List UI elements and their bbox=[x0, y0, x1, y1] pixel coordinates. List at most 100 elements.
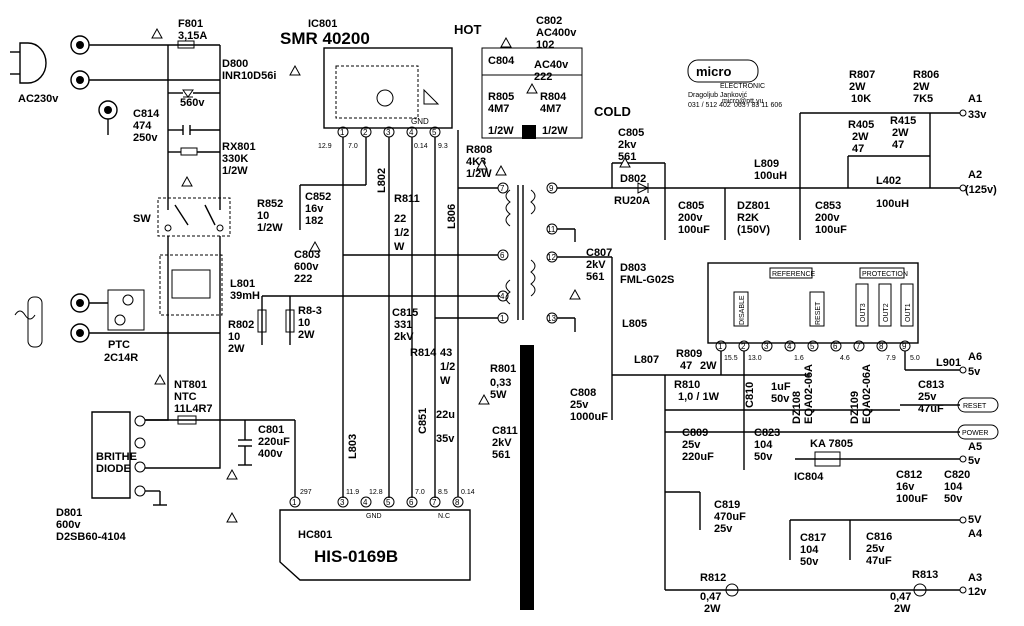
r83-val: 10 bbox=[298, 317, 310, 329]
c805b-ref: C805 bbox=[678, 200, 704, 212]
svg-text:8.5: 8.5 bbox=[438, 489, 448, 496]
svg-text:5: 5 bbox=[386, 498, 391, 507]
r809-ref: R809 bbox=[676, 348, 702, 360]
svg-text:12v: 12v bbox=[968, 586, 987, 598]
output-a5: A5 5v bbox=[959, 441, 982, 467]
bridge-diode bbox=[91, 411, 131, 499]
svg-text:A4: A4 bbox=[968, 528, 983, 540]
dz109-val: EQA02-06A bbox=[861, 364, 873, 424]
svg-text:7.0: 7.0 bbox=[415, 489, 425, 496]
logo-email: micro@ptt.yu bbox=[722, 98, 763, 105]
c815-volt: 2kV bbox=[394, 331, 414, 343]
svg-text:7: 7 bbox=[500, 184, 505, 193]
c803-volt: 600v bbox=[294, 261, 319, 273]
warning-icon bbox=[526, 82, 538, 94]
c819-ref: C819 bbox=[714, 499, 740, 511]
ic801-pins: 1 2 3 4 5 12.9 7.0 0.14 9.3 bbox=[318, 126, 448, 150]
svg-text:6: 6 bbox=[833, 342, 838, 351]
r805-pwr: 1/2W bbox=[488, 125, 514, 137]
svg-text:12.8: 12.8 bbox=[369, 489, 383, 496]
c816-volt: 25v bbox=[866, 543, 885, 555]
micro-logo: micro ELECTRONIC Dragoljub Janković micr… bbox=[687, 59, 782, 109]
l901-ref: L901 bbox=[936, 357, 961, 369]
r807-pwr: 2W bbox=[849, 81, 866, 93]
svg-text:13: 13 bbox=[547, 314, 556, 323]
svg-text:2: 2 bbox=[363, 128, 368, 137]
c812-val: 100uF bbox=[896, 493, 928, 505]
c1u-volt: 50v bbox=[771, 393, 790, 405]
c813-val: 47uF bbox=[918, 403, 944, 415]
hc801-name: HIS-0169B bbox=[314, 547, 398, 566]
warning-icon bbox=[495, 164, 507, 176]
svg-text:A5: A5 bbox=[968, 441, 982, 453]
l805-ref: L805 bbox=[622, 318, 647, 330]
warning-icon bbox=[569, 288, 581, 300]
r814-pwr: 1/2 bbox=[440, 361, 455, 373]
svg-text:3: 3 bbox=[386, 128, 391, 137]
r811-ref: R811 bbox=[394, 193, 420, 205]
dz801-ref: DZ801 bbox=[737, 200, 770, 212]
ic801-name: SMR 40200 bbox=[280, 29, 370, 48]
logo-phone1: 031 / 512 402 bbox=[688, 102, 731, 109]
d801-volt: 600v bbox=[56, 519, 81, 531]
svg-text:7: 7 bbox=[432, 498, 437, 507]
ka7805-ref: IC804 bbox=[794, 471, 824, 483]
c808-volt: 25v bbox=[570, 399, 589, 411]
c801-ref: C801 bbox=[258, 424, 284, 436]
c805a-volt: 2kv bbox=[618, 139, 637, 151]
c802-volt: AC400v bbox=[536, 27, 577, 39]
svg-text:1: 1 bbox=[292, 498, 297, 507]
c851-volt: 35v bbox=[436, 433, 455, 445]
dz109-ref: DZ109 bbox=[849, 391, 861, 424]
c815-val: 331 bbox=[394, 319, 412, 331]
d801-val: D2SB60-4104 bbox=[56, 531, 127, 543]
warning-icon bbox=[478, 393, 490, 405]
r804-val: 4M7 bbox=[540, 103, 561, 115]
r415-ref: R415 bbox=[890, 115, 916, 127]
cold-label: COLD bbox=[594, 104, 631, 119]
rx801-pwr: 1/2W bbox=[222, 165, 248, 177]
warning-icon bbox=[476, 158, 488, 170]
ac-voltage-label: AC230v bbox=[18, 93, 59, 105]
output-reset: RESET bbox=[957, 397, 999, 413]
c852-val: 182 bbox=[305, 215, 323, 227]
c852-volt: 16v bbox=[305, 203, 324, 215]
r811-val: 22 bbox=[394, 213, 406, 225]
c808-ref: C808 bbox=[570, 387, 596, 399]
r852-val: 10 bbox=[257, 210, 269, 222]
out1-label: OUT1 bbox=[905, 303, 912, 322]
c814-val: 474 bbox=[133, 120, 152, 132]
c809-val: 220uF bbox=[682, 451, 714, 463]
nt801-ref: NT801 bbox=[174, 379, 207, 391]
c808-val: 1000uF bbox=[570, 411, 608, 423]
svg-text:3: 3 bbox=[764, 342, 769, 351]
output-a3: A3 12v bbox=[959, 572, 987, 598]
r83-pwr: 2W bbox=[298, 329, 315, 341]
rx801-val: 330K bbox=[222, 153, 248, 165]
control-pins: 1 2 3 4 5 6 7 8 9 15.5 13.0 1.6 4.6 7.9 … bbox=[715, 340, 920, 362]
nt801-type: NTC bbox=[174, 391, 197, 403]
ptc-thermistor bbox=[107, 289, 145, 331]
output-a1: A1 33v bbox=[959, 93, 987, 121]
c853-volt: 200v bbox=[815, 212, 840, 224]
l402-ref: L402 bbox=[876, 175, 901, 187]
out3-label: OUT3 bbox=[860, 303, 867, 322]
svg-text:N.C: N.C bbox=[438, 513, 450, 520]
l803-label: L803 bbox=[347, 434, 359, 459]
hc801-pins: 1 3 4 5 6 7 8 297 11.9 12.8 7.0 8.5 0.14… bbox=[289, 489, 475, 520]
c810-ref: C810 bbox=[744, 382, 756, 408]
d800-val: INR10D56i bbox=[222, 70, 276, 82]
c813-ref: C813 bbox=[918, 379, 944, 391]
svg-text:3: 3 bbox=[340, 498, 345, 507]
svg-text:4: 4 bbox=[363, 498, 368, 507]
c819-val: 470uF bbox=[714, 511, 746, 523]
rx801-ref: RX801 bbox=[222, 141, 256, 153]
c823-volt: 50v bbox=[754, 451, 773, 463]
dz801-volt: (150V) bbox=[737, 224, 770, 236]
c802-ref: C802 bbox=[536, 15, 562, 27]
c803-val: 222 bbox=[294, 273, 312, 285]
f801-val: 3,15A bbox=[178, 30, 207, 42]
r811-w: W bbox=[394, 241, 405, 253]
